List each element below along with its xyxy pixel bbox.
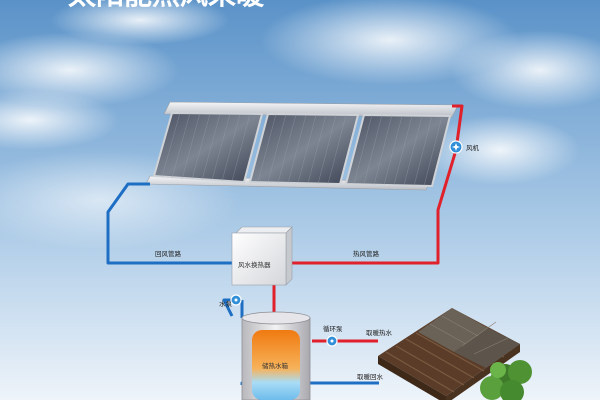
- hot-air-duct-label: 热风管路: [353, 249, 380, 258]
- heating-return-water-label: 取暖回水: [357, 372, 384, 381]
- tank-water-level: [252, 330, 300, 400]
- hot-supply-pipes: [272, 104, 464, 343]
- storage-tank-label: 储热水箱: [262, 361, 289, 370]
- circulation-pump-icon: [326, 335, 338, 347]
- fan-label: 风机: [466, 143, 480, 152]
- solar-collector-array: [145, 101, 459, 191]
- storage-tank: [241, 311, 311, 400]
- solar-panel-1: [152, 111, 264, 184]
- solar-panel-3: [344, 113, 452, 188]
- heating-hot-water-label: 取暖热水: [366, 328, 393, 337]
- floor-heating-section: [378, 308, 520, 400]
- solar-panel-2: [248, 112, 360, 186]
- circulation-pump-label: 循环泵: [323, 324, 343, 333]
- return-air-duct-label: 回风管路: [155, 249, 182, 258]
- heat-exchanger-label: 风水换热器: [238, 260, 271, 269]
- diagram-title: 太阳能热风采暖: [68, 0, 265, 11]
- heat-exchanger-unit: [231, 226, 293, 286]
- shrub: [480, 360, 532, 400]
- water-pump-label: 水泵: [219, 299, 233, 308]
- fan-icon: [449, 140, 463, 154]
- pump-icon: [230, 294, 242, 306]
